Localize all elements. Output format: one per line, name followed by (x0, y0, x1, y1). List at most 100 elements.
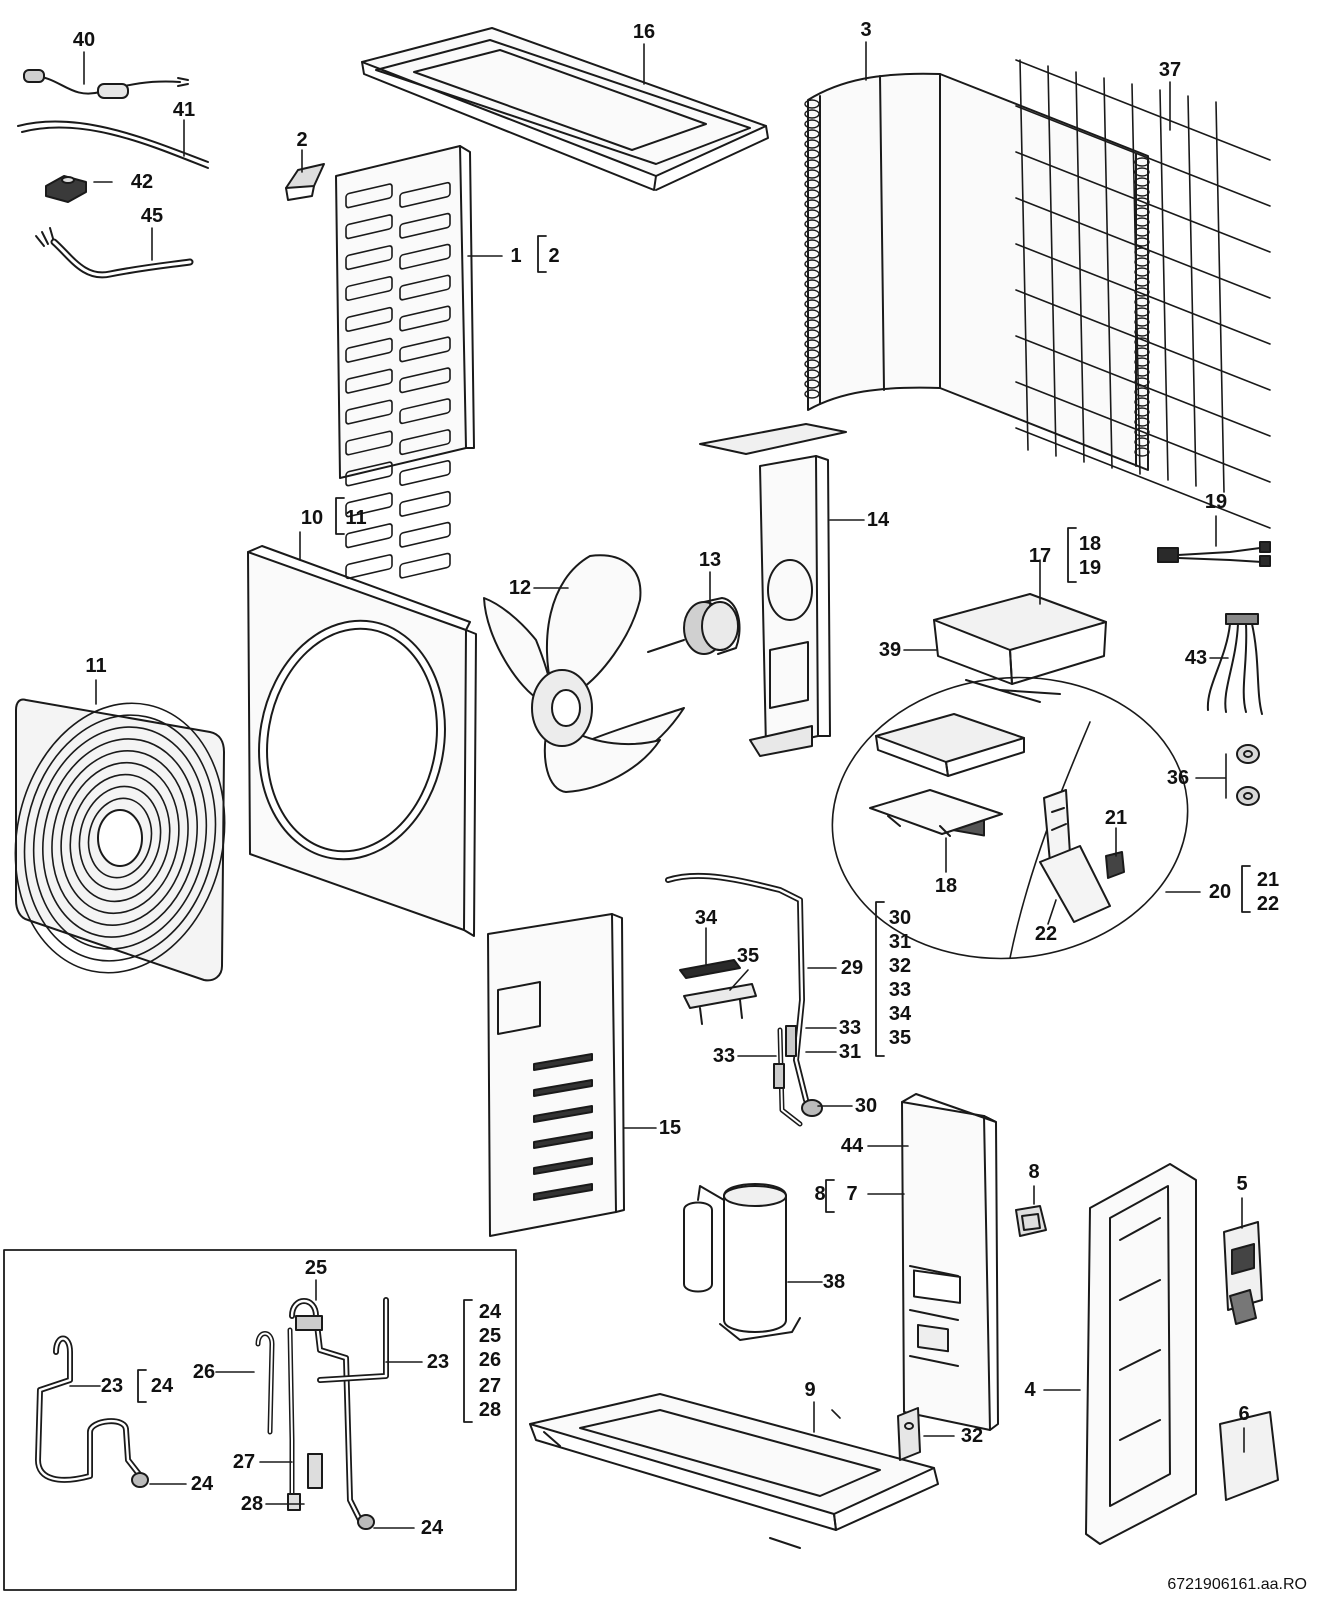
label-part-17: 17 (1028, 545, 1052, 567)
label-part-35: 35 (736, 945, 760, 967)
bracket-marks (137, 235, 1251, 1423)
label-part-28: 28 (240, 1493, 264, 1515)
label-part-44: 44 (840, 1135, 864, 1157)
part-43-wires (1206, 613, 1263, 715)
part-8-plug (1015, 1205, 1047, 1237)
label-part-19: 19 (1204, 491, 1228, 513)
label-part-4: 4 (1024, 1379, 1036, 1401)
pipe-inset-box (3, 1249, 517, 1591)
part-19-cable (1157, 541, 1271, 567)
part-11-fan-grille (14, 698, 226, 982)
label-part-9: 9 (804, 1379, 816, 1401)
part-6-cover (1219, 1411, 1279, 1501)
label-part-20-includes-21: 21 (1256, 869, 1280, 891)
label-part-36: 36 (1166, 767, 1190, 789)
label-part-33-lower: 33 (712, 1045, 736, 1067)
part-34-valve-coil (679, 959, 741, 979)
label-part-29-includes-33: 33 (888, 979, 912, 1001)
label-part-21: 21 (1104, 807, 1128, 829)
part-14-motor-bracket (699, 423, 847, 757)
label-part-6: 6 (1238, 1403, 1250, 1425)
part-23-pipe-left (35, 1335, 149, 1488)
document-code: 6721906161.aa.RO (1167, 1576, 1307, 1593)
part-37-wire-guard (1015, 59, 1271, 529)
label-part-10-includes: 11 (345, 507, 367, 529)
label-part-39: 39 (878, 639, 902, 661)
label-part-11: 11 (85, 655, 107, 677)
label-part-24-left: 24 (190, 1473, 214, 1495)
label-part-18: 18 (934, 875, 958, 897)
label-part-23-right-includes-28: 28 (478, 1399, 502, 1421)
label-part-30: 30 (854, 1095, 878, 1117)
part-41-cable (17, 120, 209, 169)
label-part-7: 7 (846, 1183, 858, 1205)
label-part-20: 20 (1208, 881, 1232, 903)
part-18-board (869, 789, 1003, 837)
part-23-pipe-right (255, 1297, 389, 1530)
part-9-base-plate (529, 1393, 939, 1549)
part-38-compressor (683, 1183, 801, 1341)
label-part-43: 43 (1184, 647, 1208, 669)
leader-lines (69, 41, 1245, 1529)
label-part-33-upper: 33 (838, 1017, 862, 1039)
part-2-handle (285, 163, 325, 201)
label-part-37: 37 (1158, 59, 1182, 81)
label-part-10: 10 (300, 507, 324, 529)
label-part-34: 34 (694, 907, 718, 929)
part-45-heater-cable (35, 227, 194, 279)
label-part-15: 15 (658, 1117, 682, 1139)
part-pcb (875, 713, 1025, 777)
label-part-17-includes-19: 19 (1078, 557, 1102, 579)
part-40-sensor-cable (23, 69, 189, 99)
label-part-29-includes-34: 34 (888, 1003, 912, 1025)
label-part-42: 42 (130, 171, 154, 193)
label-part-29: 29 (840, 957, 864, 979)
part-35-valve-body (683, 983, 757, 1025)
label-part-23-left-includes-24: 24 (150, 1375, 174, 1397)
part-13-fan-motor (647, 597, 741, 655)
part-7-front-right-panel (901, 1093, 999, 1431)
label-part-1-includes: 2 (548, 245, 560, 267)
label-part-41: 41 (172, 99, 196, 121)
label-part-29-includes-32: 32 (888, 955, 912, 977)
part-15-partition (487, 913, 625, 1237)
label-part-23-right-includes-25: 25 (478, 1325, 502, 1347)
part-4-side-panel (1085, 1163, 1197, 1545)
part-5-cover (1223, 1221, 1263, 1325)
label-part-13: 13 (698, 549, 722, 571)
part-3-condenser-coil (804, 72, 1150, 471)
label-part-40: 40 (72, 29, 96, 51)
part-1-side-grille-panel (335, 145, 475, 580)
part-29-piping (665, 872, 823, 1127)
part-32-bracket (897, 1407, 921, 1461)
label-part-14: 14 (866, 509, 890, 531)
label-part-23-left: 23 (100, 1375, 124, 1397)
label-part-26: 26 (192, 1361, 216, 1383)
part-10-front-panel (247, 545, 477, 937)
label-part-45: 45 (140, 205, 164, 227)
label-part-23-right-includes-24: 24 (478, 1301, 502, 1323)
label-part-12: 12 (508, 577, 532, 599)
label-part-27: 27 (232, 1451, 256, 1473)
label-part-23-right: 23 (426, 1351, 450, 1373)
label-part-29-includes-30: 30 (888, 907, 912, 929)
label-part-24-right: 24 (420, 1517, 444, 1539)
part-36-nuts (1236, 744, 1260, 806)
label-part-5: 5 (1236, 1173, 1248, 1195)
label-part-22: 22 (1034, 923, 1058, 945)
label-part-32: 32 (960, 1425, 984, 1447)
part-12-fan-blade (483, 554, 685, 793)
part-42-rubber-part (45, 175, 87, 203)
label-part-8: 8 (1028, 1161, 1040, 1183)
part-16-top-cover (361, 27, 769, 191)
label-part-31: 31 (838, 1041, 862, 1063)
label-part-1: 1 (510, 245, 522, 267)
label-part-7-includes-8: 8 (814, 1183, 826, 1205)
label-part-25: 25 (304, 1257, 328, 1279)
label-part-23-right-includes-26: 26 (478, 1349, 502, 1371)
label-part-29-includes-31: 31 (888, 931, 912, 953)
label-part-16: 16 (632, 21, 656, 43)
label-part-20-includes-22: 22 (1256, 893, 1280, 915)
label-part-2: 2 (296, 129, 308, 151)
